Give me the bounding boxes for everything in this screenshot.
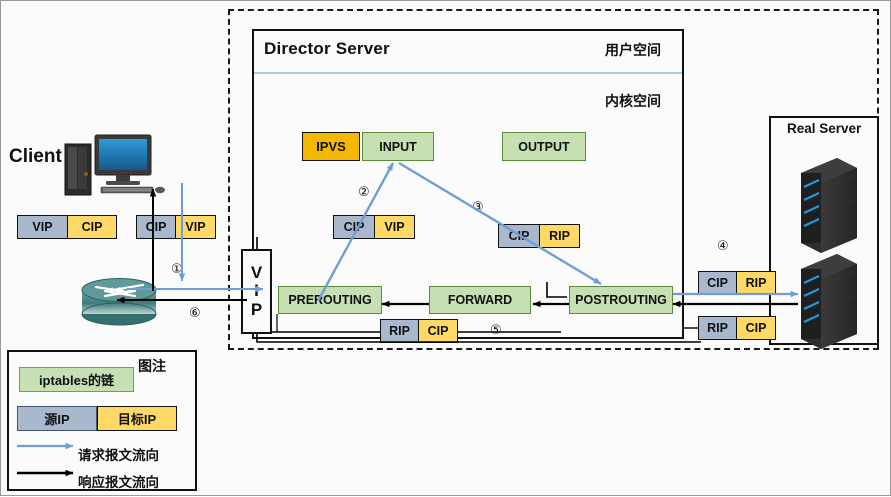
forward-chain[interactable]: FORWARD: [429, 286, 531, 314]
ipvs-box[interactable]: IPVS: [302, 132, 360, 161]
userspace-kernelspace-divider: [254, 72, 682, 74]
packet-client-request: CIP VIP: [136, 215, 216, 239]
client-label: Client: [9, 146, 62, 167]
packet-dst: VIP: [373, 216, 414, 238]
legend-response-flow-label: 响应报文流向: [78, 475, 159, 490]
router-icon: [81, 278, 157, 326]
packet-input-request: CIP VIP: [333, 215, 415, 239]
step-number-2: ②: [358, 184, 370, 199]
postrouting-chain[interactable]: POSTROUTING: [569, 286, 673, 314]
packet-src: RIP: [699, 317, 737, 339]
step-number-5: ⑤: [490, 322, 502, 337]
packet-dst: CIP: [66, 216, 116, 238]
packet-client-response: VIP CIP: [17, 215, 117, 239]
packet-src: CIP: [499, 225, 539, 247]
packet-realserver-request: CIP RIP: [698, 271, 776, 295]
vip-letter-i: I: [254, 281, 259, 301]
real-server-box: [769, 116, 879, 345]
legend-chain-swatch: iptables的链: [19, 367, 134, 392]
step-number-6: ⑥: [189, 305, 201, 320]
packet-dst: CIP: [418, 320, 457, 342]
legend-source-ip-swatch: 源IP: [17, 406, 97, 431]
kernelspace-label: 内核空间: [605, 93, 661, 109]
packet-src: CIP: [137, 216, 176, 238]
packet-src: VIP: [18, 216, 67, 238]
prerouting-chain[interactable]: PREROUTING: [278, 286, 382, 314]
vip-interface-column: V I P: [241, 249, 272, 334]
packet-postrouting-request: CIP RIP: [498, 224, 580, 248]
step-number-4: ④: [717, 238, 729, 253]
legend-title: 图注: [138, 358, 166, 374]
packet-src: CIP: [699, 272, 737, 294]
packet-dst: RIP: [538, 225, 579, 247]
real-server-title: Real Server: [787, 121, 862, 136]
legend-request-flow-label: 请求报文流向: [78, 448, 159, 463]
vip-letter-v: V: [250, 262, 263, 282]
packet-realserver-response: RIP CIP: [698, 316, 776, 340]
client-computer-icon: [64, 134, 165, 196]
userspace-label: 用户空间: [605, 42, 661, 58]
packet-dst: CIP: [736, 317, 775, 339]
packet-dst: VIP: [175, 216, 215, 238]
step-number-3: ③: [472, 199, 484, 214]
input-chain[interactable]: INPUT: [362, 132, 434, 161]
vip-letter-p: P: [250, 299, 263, 319]
step-number-1: ①: [171, 261, 183, 276]
packet-src: RIP: [381, 320, 419, 342]
director-server-title: Director Server: [264, 39, 390, 58]
packet-src: CIP: [334, 216, 374, 238]
packet-forward-response: RIP CIP: [380, 319, 458, 343]
output-chain[interactable]: OUTPUT: [502, 132, 586, 161]
legend-dest-ip-swatch: 目标IP: [97, 406, 177, 431]
packet-dst: RIP: [736, 272, 775, 294]
